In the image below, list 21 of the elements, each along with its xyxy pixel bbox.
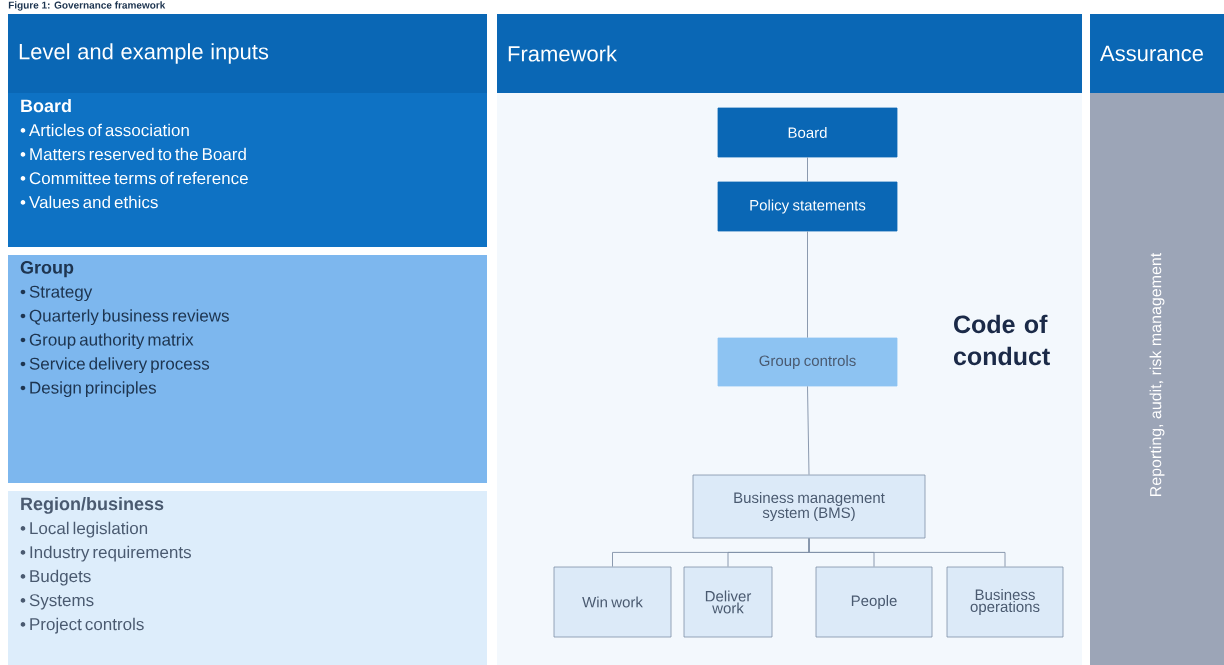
- process-box: Board: [717, 107, 898, 158]
- process-box: People: [815, 566, 933, 638]
- connector-line: [807, 230, 808, 339]
- level-panel: Board • Articles of association • Matters reserved to the Board • Committee terms of reference • Values and ethics: [8, 93, 487, 247]
- column-header: Framework: [497, 14, 1082, 93]
- column-header: Assurance: [1090, 14, 1224, 93]
- column-header: Level and example inputs: [8, 14, 487, 93]
- connector-line: [807, 156, 808, 183]
- figure-title: Figure 1: Governance framework: [8, 1, 166, 11]
- process-box: Deliver work: [683, 566, 773, 638]
- process-box: Policy statements: [717, 181, 898, 232]
- code-of-conduct-label: Code of conduct: [954, 314, 1050, 366]
- process-box: Group controls: [717, 337, 898, 387]
- process-box: Business management system (BMS): [692, 474, 926, 539]
- vertical-label: Reporting, audit, risk management: [1149, 252, 1165, 496]
- process-box: Win work: [553, 566, 672, 638]
- connector-line: [808, 537, 1006, 568]
- connector-line: [807, 385, 810, 476]
- level-panel: Group • Strategy • Quarterly business reviews • Group authority matrix • Service delivery process • Design principles: [8, 255, 487, 483]
- process-box: Business operations: [946, 566, 1064, 638]
- level-panel: Region/business • Local legislation • Industry requirements • Budgets • Systems • Project controls: [8, 491, 487, 665]
